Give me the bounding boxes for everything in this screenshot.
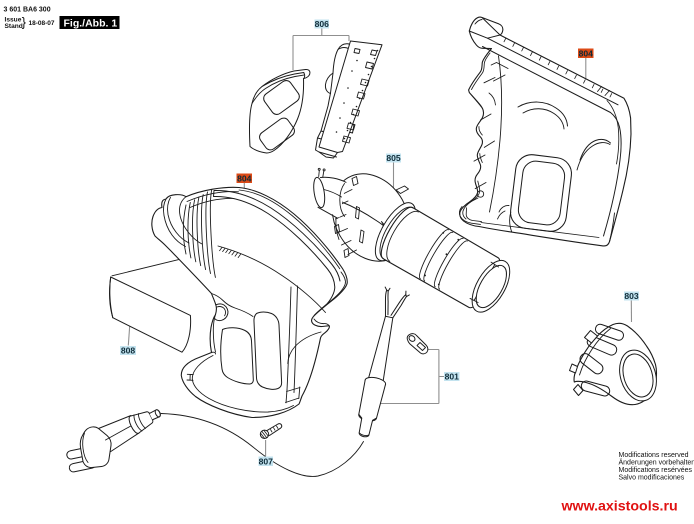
svg-text:3 601 BA6 300: 3 601 BA6 300: [4, 7, 51, 14]
svg-text:Fig./Abb. 1: Fig./Abb. 1: [64, 17, 118, 29]
svg-text:}: }: [22, 16, 26, 30]
svg-text:801: 801: [445, 372, 460, 382]
svg-text:804: 804: [579, 49, 594, 59]
svg-text:www.axistools.ru: www.axistools.ru: [561, 499, 678, 515]
svg-text:806: 806: [315, 19, 330, 29]
svg-text:803: 803: [624, 291, 639, 301]
svg-text:804: 804: [237, 174, 252, 184]
svg-text:Änderungen vorbehalten: Änderungen vorbehalten: [619, 458, 694, 466]
svg-text:18-08-07: 18-08-07: [29, 20, 55, 27]
svg-text:807: 807: [259, 457, 274, 467]
svg-text:808: 808: [121, 346, 136, 356]
svg-text:805: 805: [386, 153, 401, 163]
svg-text:Issue: Issue: [5, 17, 22, 24]
svg-text:Salvo modificaciones: Salvo modificaciones: [619, 474, 685, 481]
svg-text:Modifications resérvées: Modifications resérvées: [619, 467, 693, 474]
svg-text:Modifications reserved: Modifications reserved: [619, 452, 689, 459]
svg-text:Stand: Stand: [5, 23, 23, 30]
